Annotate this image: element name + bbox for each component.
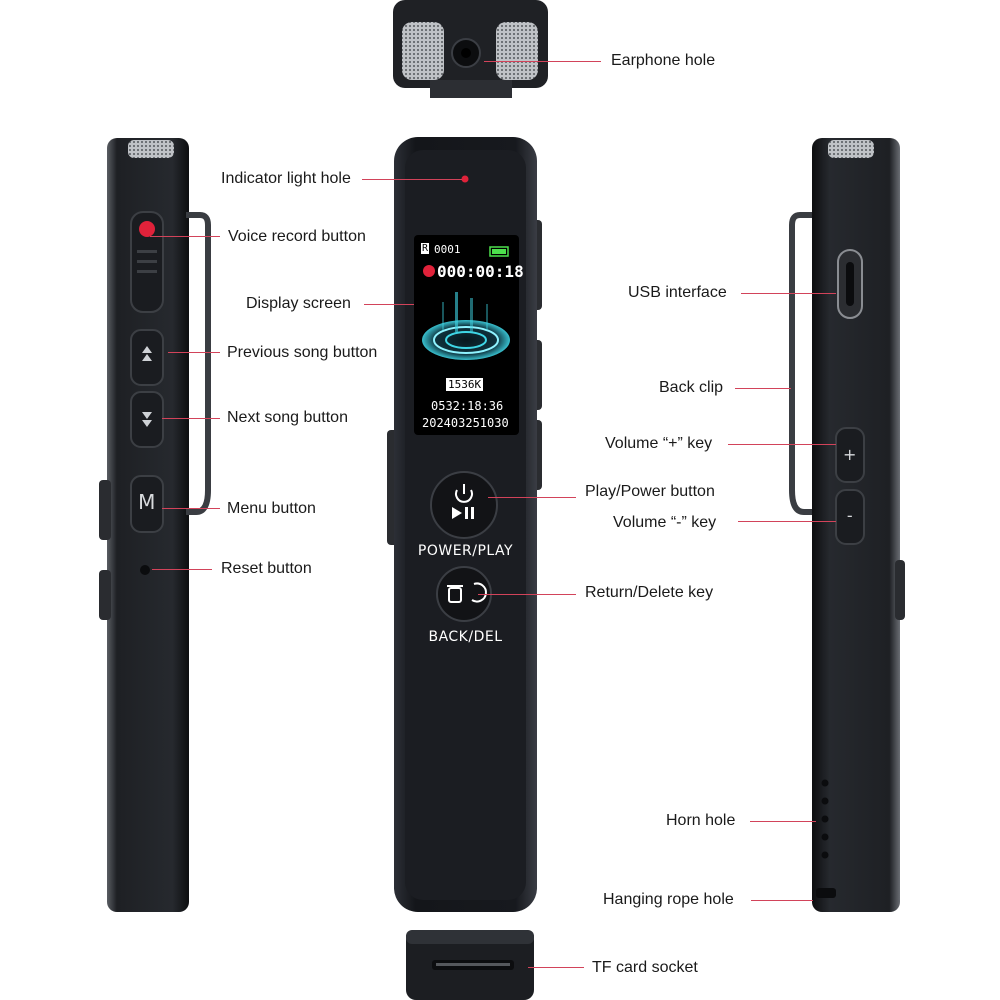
hanging-rope-hole-leader <box>751 900 813 901</box>
indicator-light-leader <box>362 179 462 180</box>
voice-record-button-label: Voice record button <box>228 228 366 245</box>
display-screen-leader <box>364 304 414 305</box>
usb-interface-label: USB interface <box>628 284 727 301</box>
volume-minus-key-label: Volume “-” key <box>613 514 717 531</box>
back-clip-label: Back clip <box>659 379 724 396</box>
next-song-leader <box>162 418 220 419</box>
play-power-leader <box>488 497 576 498</box>
previous-song-button-label: Previous song button <box>227 344 378 361</box>
voice-record-leader <box>150 236 220 237</box>
screen-datetime: 202403251030 <box>422 416 509 430</box>
play-power-button-label: Play/Power button <box>585 483 715 500</box>
previous-song-leader <box>168 352 220 353</box>
reset-button-leader <box>152 569 212 570</box>
earphone-hole-label: Earphone hole <box>611 52 716 69</box>
reset-button-label: Reset button <box>221 560 312 577</box>
power-play-caption: POWER/PLAY <box>417 543 514 559</box>
right-side-view <box>789 138 905 912</box>
menu-button-label: Menu button <box>227 500 316 517</box>
return-delete-leader <box>478 594 576 595</box>
top-view <box>393 0 548 98</box>
next-song-button-label: Next song button <box>227 409 348 426</box>
volume-minus-leader <box>738 521 836 522</box>
front-view <box>387 137 542 912</box>
screen-remaining-time: 0532:18:36 <box>431 399 504 413</box>
tf-card-leader <box>528 967 584 968</box>
horn-hole-label: Horn hole <box>666 812 736 829</box>
horn-hole-leader <box>750 821 816 822</box>
volume-plus-leader <box>728 444 836 445</box>
return-delete-key-label: Return/Delete key <box>585 584 714 601</box>
indicator-light-hole-label: Indicator light hole <box>221 170 351 187</box>
screen-file-id: 0001 <box>434 243 461 256</box>
back-clip-leader <box>735 388 791 389</box>
record-mode-icon: R <box>421 243 430 254</box>
usb-interface-leader <box>741 293 836 294</box>
display-screen-label: Display screen <box>246 295 351 312</box>
earphone-hole-leader <box>484 61 601 62</box>
tf-card-socket-label: TF card socket <box>592 959 698 976</box>
volume-plus-key-label: Volume “+” key <box>605 435 713 452</box>
screen-timer: 000:00:18 <box>437 262 524 281</box>
menu-button-leader <box>162 508 220 509</box>
back-del-caption: BACK/DEL <box>428 629 503 645</box>
hanging-rope-hole-label: Hanging rope hole <box>603 891 734 908</box>
volume-plus-symbol: + <box>843 445 857 464</box>
left-side-view <box>99 138 211 912</box>
screen-bitrate: 1536K <box>446 378 484 391</box>
volume-minus-symbol: - <box>846 506 854 525</box>
bottom-view <box>406 930 534 1000</box>
menu-key-letter: M <box>138 490 156 514</box>
